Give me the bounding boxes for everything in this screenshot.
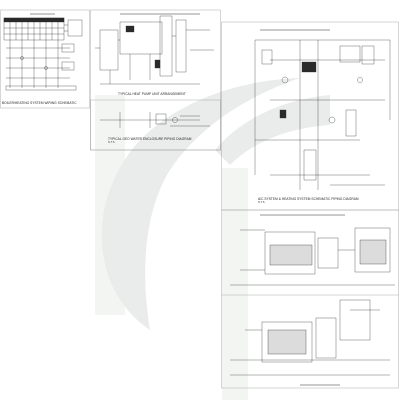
heat-pump-arrangement	[95, 13, 214, 85]
equipment-plan	[230, 214, 395, 286]
geo-water-title: TYPICAL GEO WATER ENCLOSURE PIPING DIAGR…	[108, 137, 192, 141]
panel-frames	[0, 9, 399, 389]
ac-heating-piping	[254, 29, 391, 190]
heat-pump-title: TYPICAL HEAT PUMP UNIT ARRANGEMENT	[118, 92, 186, 96]
ac-heating-title: A/C SYSTEM & HEATING SYSTEM SCHEMATIC PI…	[258, 197, 359, 201]
lower-plan	[230, 299, 390, 386]
geo-water-piping	[100, 112, 210, 128]
heating-wiring-schematic	[3, 13, 83, 91]
heating-wiring-title: BOILER/HEATING SYSTEM WIRING SCHEMATIC	[2, 101, 77, 105]
ac-heating-scale: N.T.S.	[258, 201, 266, 204]
geo-water-scale: N.T.S.	[108, 141, 116, 144]
watermark-logo-icon	[95, 78, 330, 400]
